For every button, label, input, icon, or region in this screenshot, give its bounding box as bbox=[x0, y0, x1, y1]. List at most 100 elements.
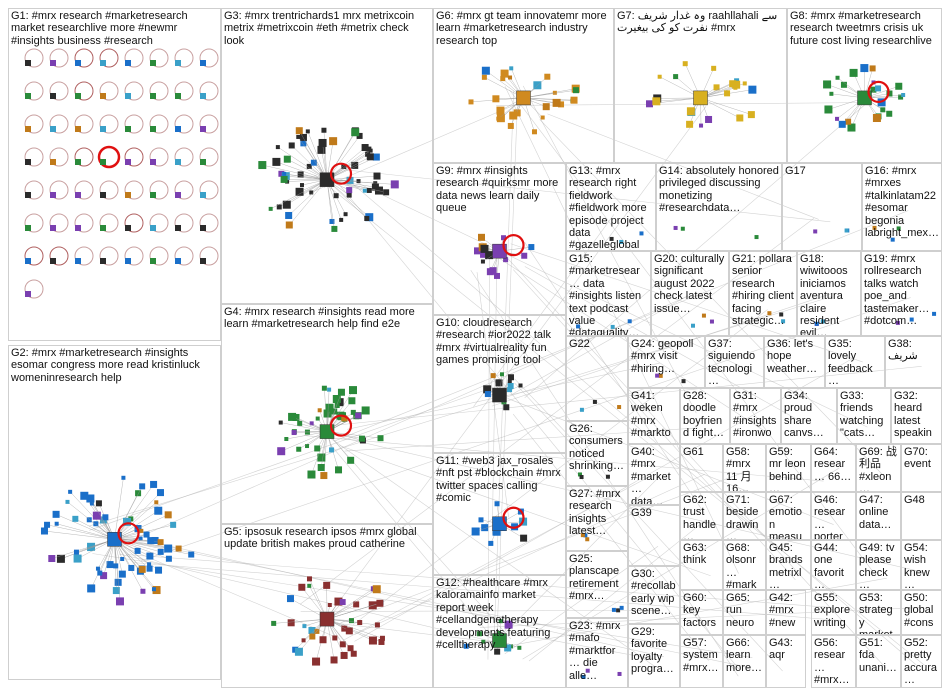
group-label: G71: beside drawin… bbox=[726, 494, 762, 540]
group-label: G27: #mrx research insights latest… bbox=[569, 488, 624, 538]
self-loop bbox=[149, 246, 169, 266]
node bbox=[164, 511, 172, 519]
node bbox=[93, 521, 99, 527]
node bbox=[86, 517, 92, 523]
node bbox=[493, 272, 500, 279]
node bbox=[577, 472, 582, 477]
node bbox=[345, 627, 353, 635]
edge bbox=[326, 603, 380, 620]
node bbox=[307, 470, 316, 479]
node bbox=[155, 566, 163, 574]
node bbox=[346, 192, 352, 198]
self-loop bbox=[149, 180, 169, 200]
node bbox=[73, 554, 82, 563]
group-label: G53: strategy market… bbox=[859, 592, 893, 634]
group-label: G59: mr leon behind… bbox=[769, 446, 809, 492]
node bbox=[100, 225, 106, 231]
node bbox=[481, 66, 490, 75]
group-g48: G48 bbox=[901, 492, 942, 540]
group-g25: G25: planscape retirement #mrx… bbox=[566, 551, 628, 618]
group-label: G49: tv please check… bbox=[859, 542, 898, 590]
group-g59: G59: mr leon behind… bbox=[766, 444, 811, 492]
node bbox=[44, 521, 51, 528]
self-loop bbox=[124, 114, 144, 134]
self-loop bbox=[49, 114, 69, 134]
edge bbox=[524, 242, 705, 514]
self-loop bbox=[199, 81, 219, 101]
node bbox=[106, 561, 114, 569]
node bbox=[319, 636, 327, 644]
edge bbox=[511, 632, 656, 660]
node bbox=[351, 128, 360, 137]
node bbox=[329, 137, 338, 146]
node bbox=[100, 572, 108, 580]
group-g21: G21: pollara senior research #hiring cli… bbox=[729, 251, 797, 336]
node bbox=[125, 126, 131, 132]
edge bbox=[280, 422, 328, 432]
node bbox=[291, 430, 297, 436]
group-label: G14: absolutely honored privileged discu… bbox=[659, 165, 782, 215]
edge bbox=[343, 474, 654, 641]
node bbox=[619, 239, 624, 244]
node bbox=[283, 155, 291, 163]
node bbox=[157, 548, 164, 555]
node bbox=[658, 373, 663, 378]
edge bbox=[326, 150, 371, 180]
group-label: G1: #mrx research #marketresearch market… bbox=[11, 10, 191, 47]
self-loop bbox=[49, 81, 69, 101]
group-label: G26: consumers noticed shrinking… bbox=[569, 423, 626, 473]
node bbox=[840, 81, 847, 88]
node bbox=[347, 645, 354, 652]
edge bbox=[89, 387, 492, 531]
group-g51: G51: fda unani… bbox=[856, 635, 901, 688]
group-label: G46: resear… porter… bbox=[814, 494, 846, 540]
self-loop bbox=[74, 180, 94, 200]
node bbox=[480, 250, 488, 258]
self-loop bbox=[124, 81, 144, 101]
node bbox=[334, 597, 343, 606]
group-g18: G18: wiwitooos iniciamos aventura claire… bbox=[797, 251, 861, 336]
group-label: G4: #mrx research #insights read more le… bbox=[224, 306, 418, 331]
group-g3: G3: #mrx trentrichards1 mrx metrixcoin m… bbox=[221, 8, 433, 304]
edge bbox=[523, 97, 575, 101]
node bbox=[52, 510, 60, 518]
edge bbox=[510, 243, 863, 363]
group-g15: G15: #marketresear… data #insights liste… bbox=[566, 251, 651, 336]
node bbox=[288, 142, 295, 149]
node bbox=[100, 258, 106, 264]
node bbox=[733, 85, 738, 90]
node bbox=[317, 145, 326, 154]
node bbox=[844, 228, 849, 233]
node bbox=[507, 374, 514, 381]
group-g65: G65: run neuro… bbox=[723, 590, 766, 635]
node bbox=[350, 650, 357, 657]
node bbox=[579, 475, 584, 480]
group-g7: G7: وہ غدار شریف raahllahali سے نفرت کو … bbox=[614, 8, 787, 163]
node bbox=[320, 472, 328, 480]
edge bbox=[327, 170, 739, 670]
edge bbox=[276, 161, 328, 180]
node bbox=[875, 85, 882, 92]
node bbox=[477, 233, 485, 241]
group-label: G15: #marketresear… data #insights liste… bbox=[569, 253, 645, 336]
node bbox=[25, 159, 31, 165]
edge bbox=[344, 169, 831, 223]
node bbox=[200, 60, 206, 66]
node bbox=[495, 379, 503, 387]
self-loop bbox=[99, 180, 119, 200]
node bbox=[175, 93, 181, 99]
self-loop bbox=[174, 147, 194, 167]
node bbox=[713, 84, 720, 91]
node bbox=[374, 622, 380, 628]
node bbox=[95, 566, 100, 571]
node bbox=[306, 576, 312, 582]
node bbox=[305, 444, 310, 449]
group-label: G6: #mrx gt team innovatemr more learn #… bbox=[436, 10, 610, 47]
node bbox=[25, 258, 31, 264]
group-label: G24: geopoll #mrx visit #hiring… bbox=[631, 338, 697, 375]
edge bbox=[114, 514, 169, 540]
node bbox=[390, 180, 399, 189]
node bbox=[468, 99, 474, 105]
node bbox=[258, 161, 267, 170]
node bbox=[570, 96, 578, 104]
